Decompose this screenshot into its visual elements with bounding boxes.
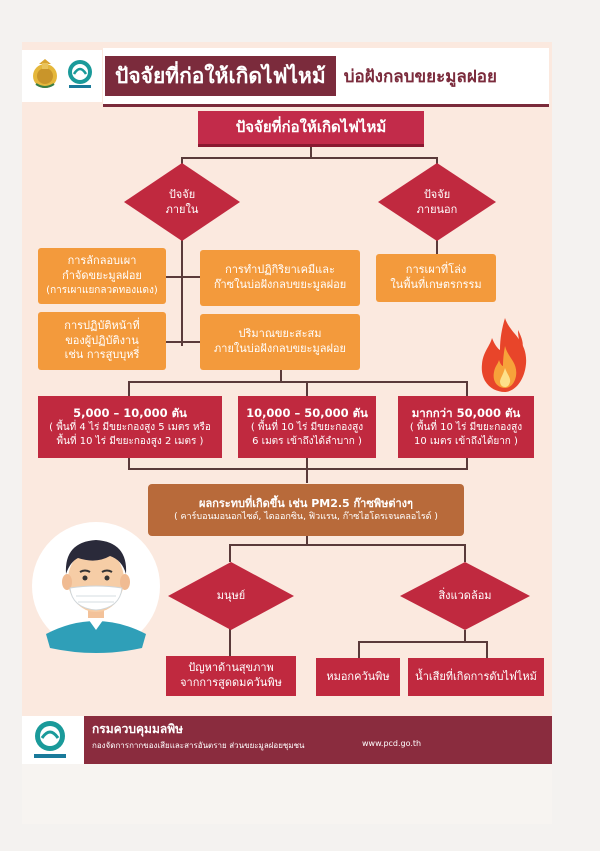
footer-bar [22,716,552,764]
health-line2: จากการสูดดมควันพิษ [180,676,282,689]
connector-line [486,641,488,659]
volume-line2: ภายในบ่อฝังกลบขยะมูลฝอย [214,342,346,355]
connector-line [306,381,308,397]
diamond-shape [168,562,294,630]
connector-line [128,468,468,470]
connector-line [181,240,183,346]
connector-line [229,628,231,658]
connector-line [310,147,312,159]
external-factor-diamond: ปัจจัยภายนอก [378,163,496,241]
fire-icon [481,318,527,392]
agri-line1: การเผาที่โล่ง [405,263,467,277]
worker-line2: ของผู้ปฏิบัติงาน [65,333,139,347]
diamond-shape [378,163,496,241]
masked-person-icon [32,522,160,653]
tier2-line1: ( พื้นที่ 10 ไร่ มีขยะกองสูง [250,422,364,434]
external-line2: ภายนอก [416,203,458,216]
connector-line [280,370,282,382]
wastewater-box: น้ำเสียที่เกิดการดับไฟไหม้ [408,658,544,696]
page-title: ปัจจัยที่ก่อให้เกิดไฟไหม้ [105,56,336,96]
tier1-line1: ( พื้นที่ 4 ไร่ มีขยะกองสูง 5 เมตร หรือ [49,422,211,434]
pollution-control-department-logo-icon [34,721,66,758]
illegal-burning-box: การลักลอบเผา กำจัดขยะมูลฝอย (การเผาแยกลว… [38,248,166,304]
tier1-box: 5,000 – 10,000 ตัน ( พื้นที่ 4 ไร่ มีขยะ… [38,396,222,458]
connector-line [306,457,308,483]
page-margin [22,764,552,824]
page-subtitle: บ่อฝังกลบขยะมูลฝอย [343,66,497,87]
human-diamond: มนุษย์ [168,562,294,630]
connector-line [464,544,466,562]
toxic-smog-box: หมอกควันพิษ [316,658,400,696]
worker-line3: เช่น การสูบบุหรี่ [64,348,140,362]
tier3-box: มากกว่า 50,000 ตัน ( พื้นที่ 10 ไร่ มีขย… [398,396,534,458]
chemical-reaction-box: การทำปฏิกิริยาเคมีและ ก๊าซในบ่อฝังกลบขยะ… [200,250,360,306]
connector-line [165,341,201,343]
agri-line2: ในพื้นที่เกษตรกรรม [390,278,482,291]
footer-url: www.pcd.go.th [362,739,422,748]
connector-line [358,641,488,643]
waste-volume-box: ปริมาณขยะสะสม ภายในบ่อฝังกลบขยะมูลฝอย [200,314,360,370]
impact-line1: ผลกระทบที่เกิดขึ้น เช่น PM2.5 ก๊าซพิษต่า… [199,496,413,510]
wastewater-label: น้ำเสียที่เกิดการดับไฟไหม้ [415,669,537,683]
connector-line [436,240,438,256]
illegal-burning-line1: การลักลอบเผา [67,254,137,268]
internal-factor-diamond: ปัจจัยภายใน [124,163,240,241]
internal-line1: ปัจจัย [168,187,196,201]
health-line1: ปัญหาด้านสุขภาพ [188,661,274,675]
environment-label: สิ่งแวดล้อม [438,589,492,603]
chemical-line1: การทำปฏิกิริยาเคมีและ [225,263,335,277]
connector-line [128,381,468,383]
tier3-line2: 10 เมตร เข้าถึงได้ยาก ) [414,435,518,447]
footer-division: กองจัดการกากของเสียและสารอันตราย ส่วนขยะ… [92,741,305,750]
main-factor-box: ปัจจัยที่ก่อให้เกิดไฟไหม้ [198,111,424,147]
smog-label: หมอกควันพิษ [326,669,390,683]
thai-government-seal-icon [33,59,57,88]
diamond-shape [124,163,240,241]
worker-duty-box: การปฏิบัติหน้าที่ ของผู้ปฏิบัติงาน เช่น … [38,312,166,370]
environment-diamond: สิ่งแวดล้อม [400,562,530,630]
health-problem-box: ปัญหาด้านสุขภาพ จากการสูดดมควันพิษ [166,656,296,696]
impact-box: ผลกระทบที่เกิดขึ้น เช่น PM2.5 ก๊าซพิษต่า… [148,484,464,536]
connector-line [128,381,130,397]
connector-line [229,544,465,546]
diamond-shape [400,562,530,630]
connector-line [229,544,231,562]
agricultural-burning-box: การเผาที่โล่ง ในพื้นที่เกษตรกรรม [376,254,496,302]
tier1-line2: พื้นที่ 10 ไร่ มีขยะกองสูง 2 เมตร ) [56,435,204,447]
title-bar: ปัจจัยที่ก่อให้เกิดไฟไหม้ บ่อฝังกลบขยะมู… [103,48,549,107]
tier2-title: 10,000 – 50,000 ตัน [246,405,368,420]
connector-line [466,457,468,469]
connector-line [358,641,360,659]
illegal-burning-line3: (การเผาแยกลวดทองแดง) [46,285,158,297]
illegal-burning-line2: กำจัดขยะมูลฝอย [62,269,142,283]
tier3-line1: ( พื้นที่ 10 ไร่ มีขยะกองสูง [409,422,523,434]
pollution-control-department-logo-icon [68,60,92,88]
worker-line1: การปฏิบัติหน้าที่ [64,318,140,332]
connector-line [181,157,437,159]
chemical-line2: ก๊าซในบ่อฝังกลบขยะมูลฝอย [213,278,347,291]
volume-line1: ปริมาณขยะสะสม [238,327,322,341]
external-line1: ปัจจัย [423,187,451,201]
tier3-title: มากกว่า 50,000 ตัน [411,405,521,420]
connector-line [306,535,308,545]
tier2-box: 10,000 – 50,000 ตัน ( พื้นที่ 10 ไร่ มีข… [238,396,376,458]
internal-line2: ภายใน [165,203,199,216]
connector-line [466,381,468,397]
footer-org-name: กรมควบคุมมลพิษ [92,722,184,736]
impact-line2: ( คาร์บอนมอนอกไซด์, ไดออกซิน, ฟิวแรน, ก๊… [174,512,438,523]
tier2-line2: 6 เมตร เข้าถึงได้ลำบาก ) [252,435,362,447]
human-label: มนุษย์ [216,589,246,603]
connector-line [464,630,466,642]
tier1-title: 5,000 – 10,000 ตัน [73,405,187,420]
connector-line [128,457,130,469]
connector-line [165,276,201,278]
